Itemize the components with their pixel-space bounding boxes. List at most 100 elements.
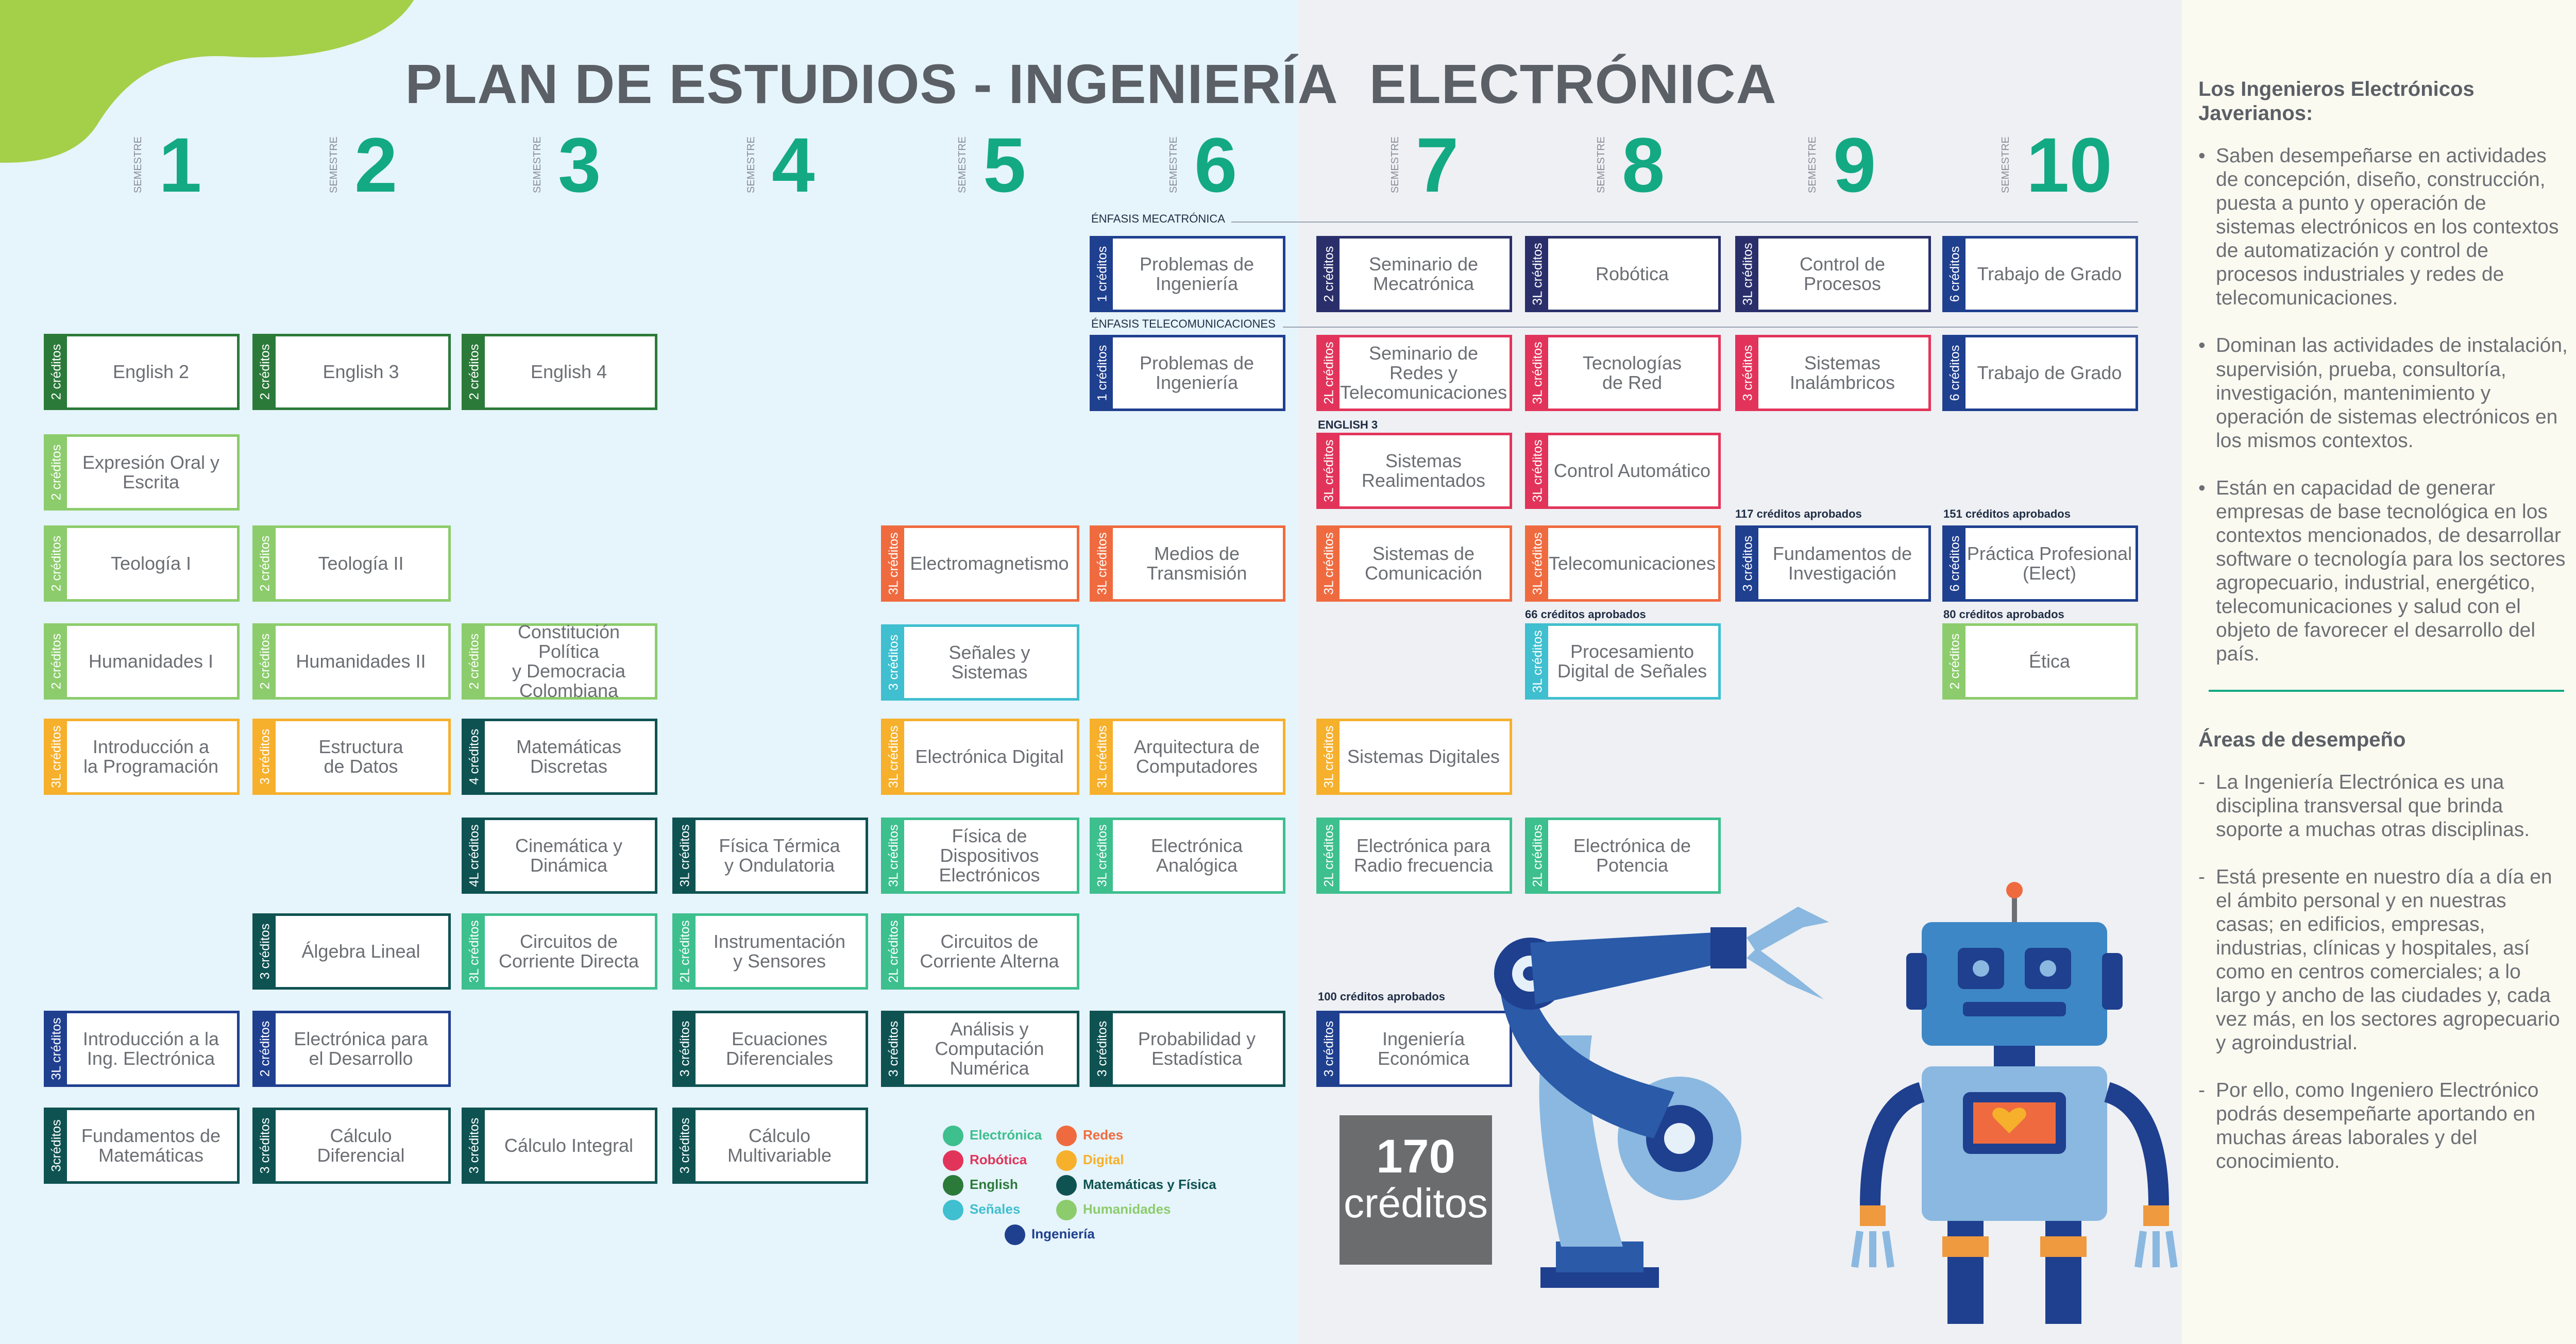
area-color-strip: 3 créditos [1092,1013,1113,1084]
course-credits: 3L créditos [1530,630,1545,693]
course-name: Ingeniería Económica [1377,1028,1470,1069]
page-title: PLAN DE ESTUDIOS - INGENIERÍA ELECTRÓNICA [0,52,2182,116]
course-credits: 3L créditos [1740,243,1755,305]
course-credits: 6 créditos [1947,345,1962,401]
area-color-strip: 2 créditos [46,437,67,508]
area-color-strip: 3L créditos [46,721,67,792]
course-credits: 4L créditos [467,824,482,887]
course-name: Circuitos de Corriente Alterna [920,931,1059,972]
title-part-2: ELECTRÓNICA [1369,53,1777,115]
area-item: Está presente en nuestro día a día en el… [2198,865,2569,1055]
area-color-strip: 6 créditos [1945,528,1965,599]
profile-bullet: Dominan las actividades de instalación, … [2198,334,2569,452]
legend-label: Ingeniería [1031,1226,1095,1241]
area-color-strip: 6 créditos [1945,337,1965,409]
semester-number: 9 [1833,122,1876,208]
course-credits: 3L créditos [49,1017,64,1080]
area-color-strip: 3L créditos [464,916,485,987]
course-card-ing-economica: 3 créditos Ingeniería Económica [1316,1011,1512,1087]
course-name: Trabajo de Grado [1977,362,2122,384]
area-color-strip: 3L créditos [884,721,904,792]
course-name: Electrónica para Radio frecuencia [1353,835,1494,876]
panel-divider [2209,689,2564,692]
course-name: English 4 [530,361,607,383]
course-name: Teología I [110,553,192,574]
areas-heading: Áreas de desempeño [2198,728,2406,751]
course-name: Problemas de Ingeniería [1139,253,1255,294]
course-credits: 3L créditos [1095,824,1110,887]
course-credits: 3 créditos [467,1117,482,1174]
area-color-strip: 1 créditos [1092,239,1113,310]
course-card-problemas-meca: 1 créditos Problemas de Ingeniería [1090,236,1285,312]
robot-illustration [1851,882,2178,1324]
course-name: Robótica [1595,263,1669,285]
course-credits: 3 créditos [1740,535,1755,592]
course-name: Estructura de Datos [318,736,403,777]
course-name: Sistemas Realimentados [1361,450,1486,491]
course-credits: 2L créditos [886,920,901,983]
area-color-strip: 3 créditos [255,721,276,792]
area-color-strip: 2 créditos [46,336,67,407]
semester-label: SEMESTRE [1389,136,1401,193]
area-color-strip: 4L créditos [464,820,485,891]
profile-bullet: Saben desempeñarse en actividades de con… [2198,144,2569,310]
course-credits: 2L créditos [1321,342,1336,404]
track-line-telecom [1283,327,2138,328]
area-color-strip: 2L créditos [675,916,696,987]
legend-label: Digital [1083,1151,1124,1167]
area-color-strip: 3L créditos [675,820,696,891]
area-color-strip: 3L créditos [1092,528,1113,599]
semester-label: SEMESTRE [745,136,757,193]
area-color-strip: 2L créditos [884,916,904,987]
legend-dot-icon [1056,1175,1077,1196]
area-color-strip: 3L créditos [1319,528,1340,599]
area-color-strip: 4 créditos [464,721,485,792]
course-card-control-proc: 3L créditos Control de Procesos [1735,236,1931,312]
course-name: Introducción a la Programación [83,736,219,777]
prereq-note-151: 151 créditos aprobados [1943,507,2071,520]
course-name: Cálculo Integral [504,1135,634,1156]
title-part-1: PLAN DE ESTUDIOS - INGENIERÍA [405,53,1338,115]
course-credits: 3 créditos [258,1117,273,1174]
legend-item-redes: Redes [1056,1126,1123,1146]
course-name: Fundamentos de Investigación [1772,543,1912,584]
semester-number: 6 [1194,122,1238,208]
area-color-strip: 3 créditos [1319,1013,1340,1084]
course-credits: 2 créditos [258,1020,273,1077]
course-name: Control de Procesos [1799,253,1886,294]
legend-label: Redes [1083,1127,1124,1143]
course-credits: 3L créditos [1530,439,1545,502]
profile-heading: Los Ingenieros Electrónicos Javerianos: [2198,78,2475,125]
course-credits: 3 créditos [677,1020,692,1077]
course-credits: 2 créditos [467,633,482,690]
legend-item-ingenieria: Ingeniería [1005,1224,1095,1245]
track-line-mecatronica [1231,222,2138,223]
legend-item-humanidades: Humanidades [1056,1200,1171,1220]
legend-item-senales: Señales [943,1200,1020,1220]
legend-dot-icon [1056,1150,1077,1171]
course-credits: 3L créditos [1321,439,1336,502]
course-name: Seminario de Mecatrónica [1368,253,1479,294]
area-color-strip: 2 créditos [255,528,276,599]
semester-label: SEMESTRE [1807,136,1818,193]
prereq-note-80: 80 créditos aprobados [1943,608,2064,621]
total-credits-number: 170 [1376,1130,1455,1183]
course-name: Arquitectura de Computadores [1133,736,1260,777]
